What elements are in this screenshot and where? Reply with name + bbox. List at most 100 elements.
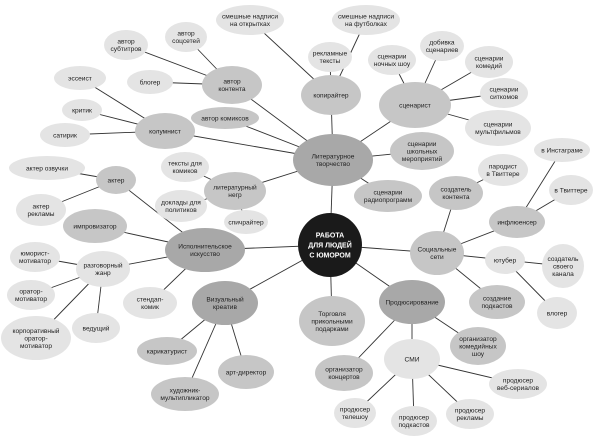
node-label-line: арт-директор	[226, 369, 267, 376]
node-label-line: СМИ	[405, 356, 420, 363]
node-label-line: Визуальный	[206, 296, 244, 304]
node-label-line: искусство	[190, 251, 220, 258]
node-label-line: прикольными	[311, 318, 353, 325]
node-label-line: мотиватор	[19, 258, 51, 265]
node-bubble	[485, 246, 525, 274]
node-bubble	[137, 337, 197, 365]
node-bubble	[332, 5, 400, 35]
node-label-line: Торговля	[318, 311, 346, 318]
node-label: карикатурист	[147, 348, 188, 355]
node-bubble	[155, 190, 207, 222]
node-label: сатирик	[53, 132, 77, 139]
node-label: автор комиксов	[201, 115, 249, 122]
node-bubble	[542, 244, 584, 288]
node-label: стендап-комик	[137, 297, 164, 312]
node-label: в Твиттере	[554, 187, 588, 194]
node-bubble	[465, 46, 513, 78]
node-bubble	[123, 287, 177, 319]
node-influ: инфлюенсер	[489, 206, 545, 238]
node-label-line: в Твиттере	[554, 187, 588, 194]
node-media: СМИ	[384, 339, 440, 379]
node-bubble	[76, 251, 130, 287]
node-label-line: автор комиксов	[201, 115, 249, 122]
node-label: копирайтер	[313, 91, 349, 99]
node-bubble	[218, 355, 274, 389]
node-label-line: школьных	[407, 148, 438, 155]
node-label-line: автор	[223, 79, 241, 86]
node-bubble	[63, 209, 127, 243]
node-bubble	[161, 152, 209, 182]
node-bubble	[16, 194, 66, 226]
node-label: в Инстаграме	[541, 147, 583, 154]
node-actor: актер	[96, 166, 136, 194]
node-bubble	[469, 285, 525, 319]
node-label-line: подарками	[315, 326, 349, 333]
node-vlog: влогер	[537, 297, 577, 329]
node-humomot: юморист-мотиватор	[10, 242, 60, 272]
node-label-line: веб-сериалов	[497, 384, 540, 392]
node-bubble	[420, 31, 464, 61]
node-label-line: комик	[141, 304, 159, 311]
node-label-line: копирайтер	[313, 91, 349, 99]
node-label-line: сценарии	[489, 87, 518, 94]
node-label: ведущий	[83, 324, 110, 332]
node-label-line: создатель	[548, 256, 579, 263]
node-label-line: концертов	[328, 374, 360, 381]
node-label-line: ДЛЯ ЛЮДЕЙ	[308, 240, 352, 249]
node-label-line: в Инстаграме	[541, 147, 583, 154]
node-label-line: Литературное	[312, 154, 355, 161]
node-label: оратор-мотиватор	[15, 289, 47, 304]
node-label-line: пародист	[489, 164, 517, 171]
node-speech: спичрайтер	[224, 210, 268, 234]
node-bubble	[191, 107, 259, 129]
node-label-line: комедийных	[459, 342, 497, 350]
node-label-line: сценарист	[399, 102, 431, 109]
node-label-line: блогер	[140, 78, 161, 86]
node-label-line: субтитров	[110, 45, 142, 53]
node-label: художник-мультипликатор	[160, 388, 209, 403]
node-label-line: смешные надписи	[222, 14, 278, 21]
node-label: сценарист	[399, 102, 431, 109]
node-bubble	[391, 406, 437, 436]
node-label-line: импровизатор	[73, 223, 116, 230]
node-oratmot: оратор-мотиватор	[7, 280, 55, 310]
node-bubble	[224, 210, 268, 234]
node-label-line: контента	[218, 86, 245, 93]
node-label-line: продюсер	[399, 415, 430, 422]
node-bubble	[308, 42, 352, 72]
node-label-line: мультипликатор	[160, 395, 209, 402]
node-label: блогер	[140, 78, 161, 86]
node-bubble	[54, 66, 106, 90]
node-host: ведущий	[72, 313, 120, 343]
node-label-line: спичрайтер	[228, 218, 264, 226]
node-label-line: мотиватор	[20, 343, 52, 350]
node-essay: эссеист	[54, 66, 106, 90]
